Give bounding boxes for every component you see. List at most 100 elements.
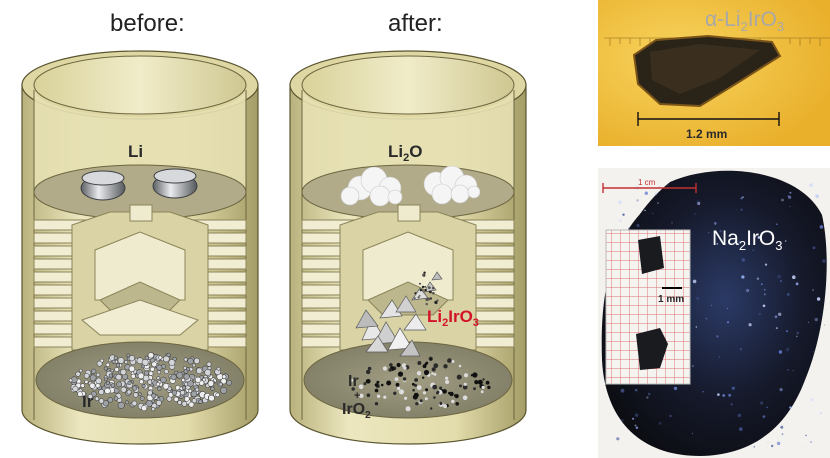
particle [412,388,415,392]
particle [114,367,120,372]
sparkle [644,191,648,195]
sparkle [788,195,792,199]
particle [147,352,154,359]
sparkle [697,202,701,205]
particle [432,291,435,295]
particle [431,286,435,290]
sparkle [728,393,732,397]
particle [155,399,162,406]
sparkle [823,324,826,326]
particle [473,387,476,391]
particle [359,393,364,398]
particle [162,383,170,390]
sparkle [807,321,809,323]
sparkle [774,315,778,319]
particle [382,366,387,371]
sparkle [742,196,744,198]
particle [424,286,426,288]
particle [124,360,129,365]
particle [105,362,110,367]
particle [103,377,108,382]
sparkle [632,417,635,420]
particle [422,376,425,379]
sparkle [628,227,630,229]
particle [110,383,116,388]
sparkle [702,391,704,393]
particle [96,360,103,367]
label-alpha-li2iro3: α-Li2IrO3 [705,8,784,34]
sparkle [805,434,807,437]
sparkle [616,437,620,441]
sparkle [796,335,798,338]
particle [143,370,150,376]
label-ir-before: Ir [82,392,94,411]
particle [394,377,399,381]
sparkle [775,327,778,330]
particle [128,365,136,372]
particle [434,301,438,305]
particle [374,402,379,406]
sparkle [776,441,781,446]
particle [403,366,407,370]
particle [423,369,430,376]
particle [439,386,443,390]
particle [413,297,416,300]
particle [147,390,153,396]
particle [414,383,417,387]
photo-na2iro3 [598,168,830,458]
sparkle [731,386,735,390]
particle [423,271,426,274]
particle [477,379,483,385]
sparkle [636,199,639,202]
sparkle [810,398,814,402]
sparkle [691,432,694,434]
sparkle [719,230,722,233]
sparkle [789,406,792,409]
sparkle [757,236,761,239]
particle [148,370,154,376]
li2o-deposit [340,165,481,207]
particle [451,399,455,404]
particle [425,302,428,306]
particle [204,369,212,376]
particle [414,292,417,295]
particle [424,397,428,401]
sparkle [766,441,770,444]
sparkle [692,279,697,284]
sparkle [716,243,719,245]
particle [431,372,434,375]
particle [351,387,355,391]
sparkle [722,394,726,397]
particle [115,363,121,368]
particle [87,393,93,400]
sparkle [809,183,813,187]
sparkle [816,297,821,301]
sparkle [762,304,766,308]
particle [397,371,404,377]
particle [84,379,89,384]
sparkle [815,194,819,198]
particle [462,384,468,390]
particle [141,359,149,366]
sparkle [746,288,750,293]
particle [75,371,81,377]
particle [130,373,136,379]
sparkle [776,223,778,225]
sparkle [760,401,764,405]
sparkle [696,200,701,205]
particle [459,384,462,388]
sparkle [646,396,649,399]
sparkle [812,289,814,291]
particle [188,388,193,393]
particle [419,399,423,403]
sparkle [804,447,807,449]
sparkle [789,206,791,207]
label-iro2: IrO2 [342,401,371,421]
particle [107,397,114,403]
particle [427,297,431,301]
particle [433,373,437,376]
particle [487,385,491,390]
particle [374,388,379,393]
particle [207,380,215,387]
sparkle [669,414,672,418]
